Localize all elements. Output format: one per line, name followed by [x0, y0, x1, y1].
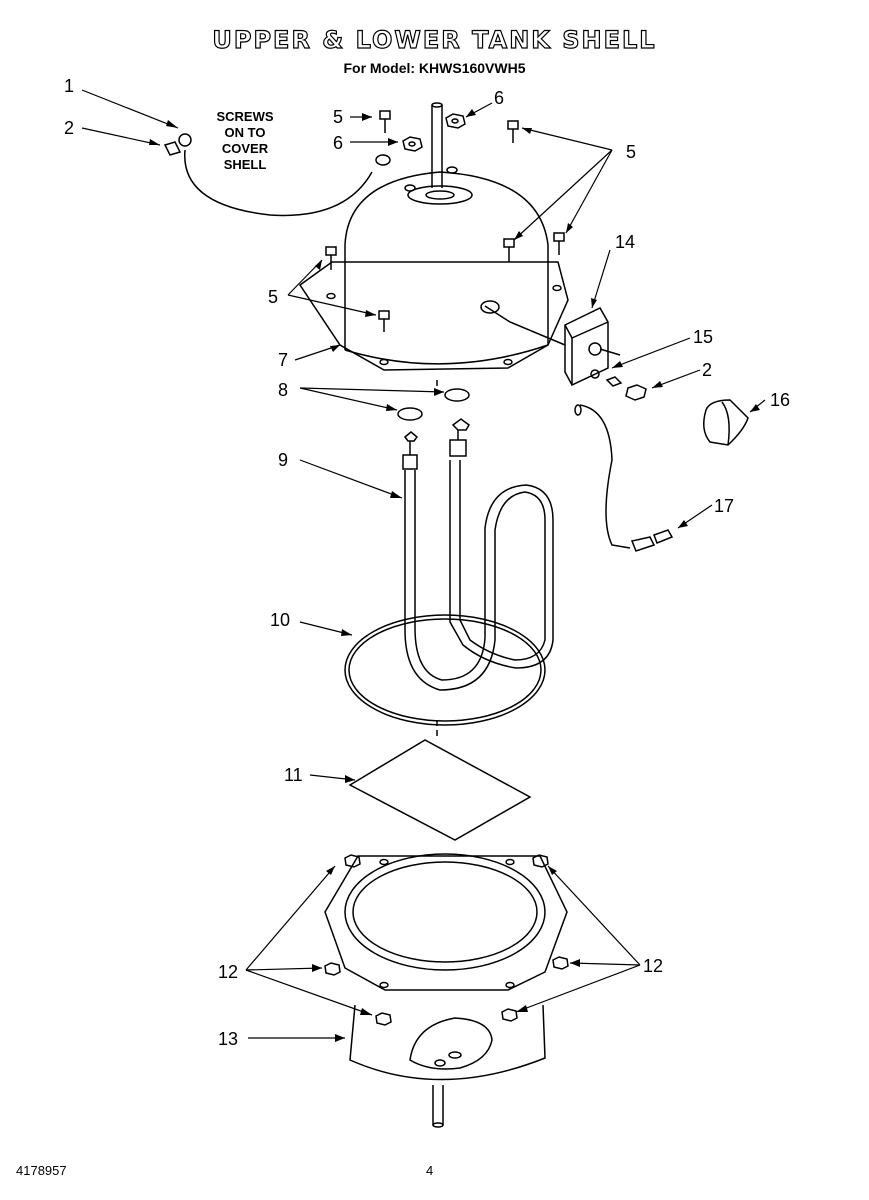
callout-11: 11 — [284, 765, 303, 785]
callout-12: 12 — [643, 956, 663, 976]
callout-14: 14 — [615, 232, 635, 252]
o-rings — [397, 388, 470, 421]
center-rod-top — [431, 102, 443, 188]
upper-tank-flange — [298, 261, 569, 371]
gasket — [344, 614, 546, 726]
part-number: 4178957 — [16, 1163, 67, 1178]
sensor-wire — [574, 404, 674, 552]
lower-tank-shell — [349, 1004, 546, 1128]
thermostat-hardware — [605, 376, 749, 446]
screws-note: SCREWS ON TO COVER SHELL — [216, 109, 273, 172]
callout-6: 6 — [494, 88, 504, 108]
callout-9: 9 — [278, 450, 288, 470]
screws — [325, 110, 565, 332]
callout-10: 10 — [270, 610, 290, 630]
heating-element — [402, 418, 554, 691]
callout-13: 13 — [218, 1029, 238, 1049]
arrowheads — [149, 109, 760, 1042]
callout-5: 5 — [626, 142, 636, 162]
note-line-1: SCREWS — [216, 109, 273, 124]
lower-tank-flange — [324, 853, 568, 991]
callout-7: 7 — [278, 350, 288, 370]
callout-17: 17 — [714, 496, 734, 516]
note-line-3: COVER — [222, 141, 269, 156]
callout-16: 16 — [770, 390, 790, 410]
note-line-2: ON TO — [225, 125, 266, 140]
leader-lines — [81, 89, 766, 1039]
callout-2: 2 — [702, 360, 712, 380]
page-number: 4 — [426, 1163, 434, 1178]
callout-5: 5 — [333, 107, 343, 127]
diagram-title: UPPER & LOWER TANK SHELL — [212, 25, 657, 54]
nuts — [402, 113, 466, 152]
callout-15: 15 — [693, 327, 713, 347]
callout-2: 2 — [64, 118, 74, 138]
callout-1: 1 — [64, 76, 74, 96]
model-subtitle: For Model: KHWS160VWH5 — [343, 60, 526, 76]
ground-wire — [163, 133, 391, 217]
insulation-plate — [348, 739, 532, 841]
callout-8: 8 — [278, 380, 288, 400]
upper-tank-shell — [344, 166, 549, 365]
note-line-4: SHELL — [224, 157, 267, 172]
callout-labels: 1 2 5 6 6 5 5 7 8 9 10 11 12 12 13 14 15… — [64, 76, 790, 1049]
callout-12: 12 — [218, 962, 238, 982]
lower-nuts — [324, 854, 569, 1026]
thermostat-bracket — [480, 300, 621, 386]
callout-6: 6 — [333, 133, 343, 153]
callout-5: 5 — [268, 287, 278, 307]
